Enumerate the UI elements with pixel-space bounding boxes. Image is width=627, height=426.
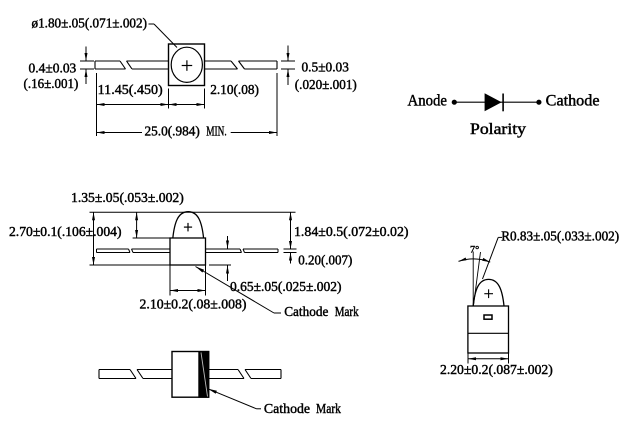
svg-text:2.20±0.2(.087±.002): 2.20±0.2(.087±.002)	[440, 362, 553, 378]
svg-text:Mark: Mark	[316, 402, 341, 417]
svg-text:Mark: Mark	[335, 305, 359, 320]
svg-text:Cathode: Cathode	[264, 402, 310, 417]
svg-text:0.20(.007): 0.20(.007)	[298, 253, 352, 269]
svg-text:25.0(.984): 25.0(.984)	[145, 123, 200, 139]
svg-text:11.45(.450): 11.45(.450)	[98, 82, 163, 98]
svg-text:2.70±0.1(.106±.004): 2.70±0.1(.106±.004)	[9, 224, 122, 240]
svg-text:Cathode: Cathode	[284, 305, 328, 320]
svg-text:R0.83±.05(.033±.002): R0.83±.05(.033±.002)	[501, 229, 619, 245]
svg-text:1.35±.05(.053±.002): 1.35±.05(.053±.002)	[71, 190, 184, 206]
svg-text:0.5±0.03: 0.5±0.03	[302, 60, 349, 75]
svg-text:2.10(.08): 2.10(.08)	[210, 82, 259, 98]
svg-text:Anode: Anode	[408, 93, 448, 110]
svg-text:2.10±0.2(.08±.008): 2.10±0.2(.08±.008)	[140, 297, 247, 313]
svg-text:Cathode: Cathode	[546, 93, 600, 110]
svg-text:0.4±0.03: 0.4±0.03	[29, 61, 77, 76]
svg-text:0.65±.05(.025±.002): 0.65±.05(.025±.002)	[230, 279, 342, 295]
svg-text:MIN.: MIN.	[206, 123, 226, 138]
svg-text:(.020±.001): (.020±.001)	[295, 77, 357, 93]
svg-text:7°: 7°	[470, 244, 479, 255]
svg-text:Polarity: Polarity	[470, 121, 526, 138]
svg-text:1.84±0.5(.072±0.02): 1.84±0.5(.072±0.02)	[294, 224, 409, 240]
svg-text:ø1.80±.05(.071±.002): ø1.80±.05(.071±.002)	[32, 16, 148, 32]
svg-text:(.16±.001): (.16±.001)	[24, 76, 79, 92]
